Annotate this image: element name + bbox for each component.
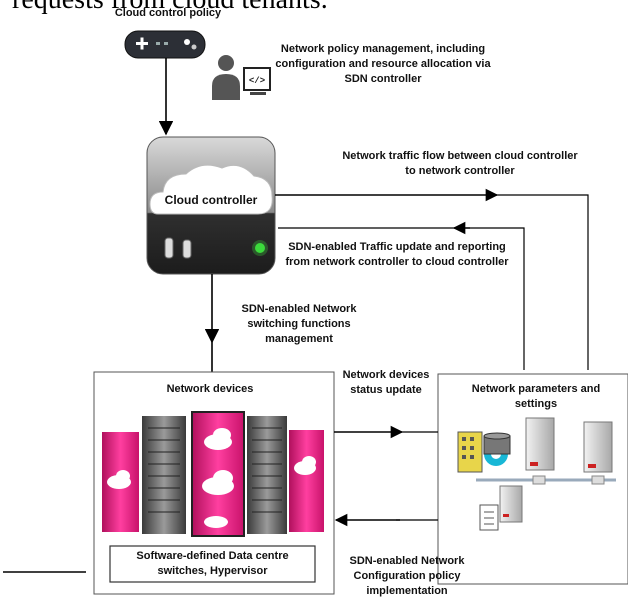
network-parameters-label: Network parameters and settings — [471, 383, 601, 410]
data-centre-caption-box — [109, 545, 316, 583]
config-policy-label: SDN-enabled Network Configuration policy… — [349, 555, 465, 597]
traffic-update-label: SDN-enabled Traffic update and reporting… — [285, 241, 509, 268]
traffic-update-line — [460, 227, 525, 370]
network-servers-icon — [457, 417, 616, 531]
network-devices-label: Network devices — [166, 383, 254, 395]
admin-coder-icon: </> — [212, 55, 271, 100]
gamepad-icon — [124, 30, 206, 59]
cloud-controller-box-icon — [146, 136, 276, 275]
traffic-flow-label: Network traffic flow between cloud contr… — [342, 150, 578, 177]
cloud-control-policy-label: Cloud control policy — [114, 7, 222, 19]
cloud-controller-label: Cloud controller — [164, 193, 258, 207]
data-centre-switches-label: Software-defined Data centre switches, H… — [136, 550, 289, 577]
devices-status-label: Network devices status update — [342, 369, 430, 396]
server-rack-icon — [102, 411, 324, 537]
policy-management-label: Network policy management, including con… — [275, 43, 491, 85]
traffic-flow-line — [497, 194, 589, 370]
switching-management-label: SDN-enabled Network switching functions … — [241, 303, 357, 345]
cropped-heading: requests from cloud tenants. — [12, 0, 328, 16]
svg-text:</>: </> — [249, 76, 265, 86]
